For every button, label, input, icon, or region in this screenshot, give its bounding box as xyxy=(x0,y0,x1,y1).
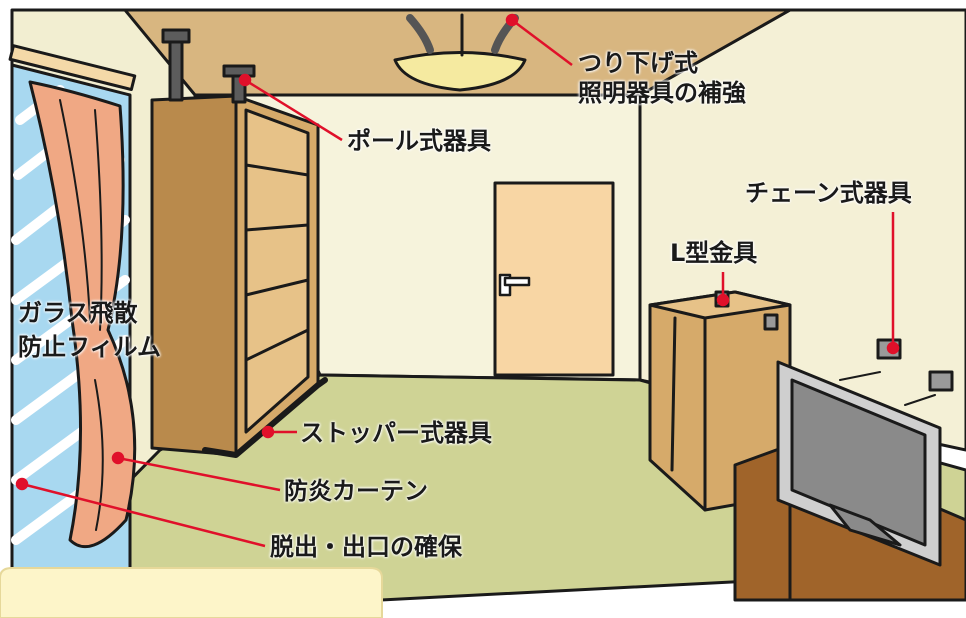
television xyxy=(776,338,954,567)
pole-fixture xyxy=(161,28,256,104)
curtain-label: 防炎カーテン xyxy=(284,477,428,505)
stopper-fixture-label: ストッパー式器具 xyxy=(300,419,492,447)
door xyxy=(493,181,615,377)
ceiling-light-label-line1: つり下げ式 xyxy=(578,49,698,77)
chain-fixture-label: チェーン式器具 xyxy=(745,179,912,207)
l-bracket-label: L型金具 xyxy=(670,239,758,267)
ceiling-light xyxy=(393,13,527,92)
leader-lines xyxy=(15,13,900,548)
film-label-line1: ガラス飛散 xyxy=(18,299,138,327)
film-label-line2: 防止フィルム xyxy=(18,333,162,361)
exit-label: 脱出・出口の確保 xyxy=(270,533,462,561)
ceiling-light-label-line2: 照明器具の補強 xyxy=(578,79,746,107)
cabinet xyxy=(648,290,792,512)
curtain xyxy=(28,80,137,549)
pole-fixture-label: ポール式器具 xyxy=(347,127,491,155)
bottom-panel xyxy=(0,567,383,618)
bookshelf xyxy=(150,94,328,458)
